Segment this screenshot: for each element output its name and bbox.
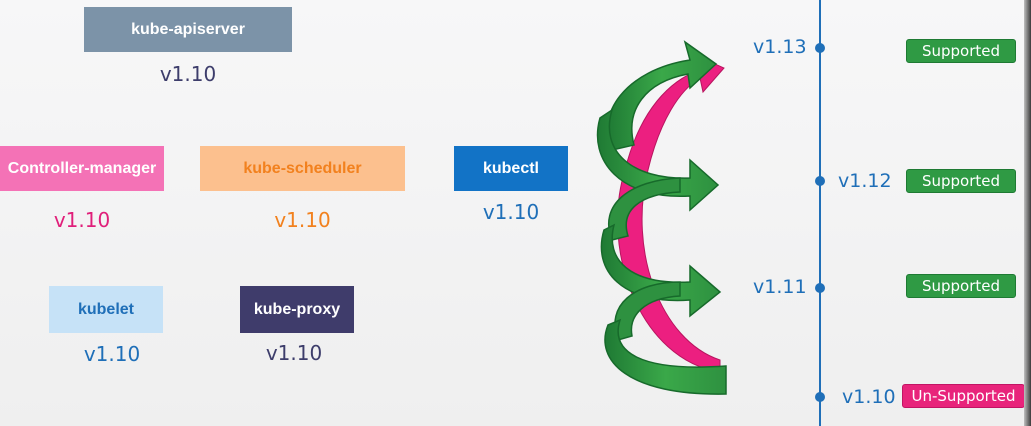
green-arrow-coil-3 [614, 281, 681, 341]
green-arrow-to-v1-11 [600, 223, 722, 318]
timeline-label-v1-11: v1.11 [753, 276, 807, 298]
tick-v1-10 [815, 392, 825, 402]
timeline-label-v1-10: v1.10 [842, 386, 896, 408]
controller-manager-version: v1.10 [53, 208, 111, 232]
tick-v1-13 [815, 43, 825, 53]
status-badge-v1-12: Supported [906, 169, 1016, 193]
tick-v1-11 [815, 283, 825, 293]
kube-scheduler-box: kube-scheduler [200, 146, 405, 191]
kube-proxy-box: kube-proxy [240, 286, 354, 333]
status-badge-v1-11: Supported [906, 274, 1016, 298]
status-badge-v1-10: Un-Supported [902, 384, 1025, 408]
kubectl-box: kubectl [454, 146, 568, 191]
kube-scheduler-version: v1.10 [274, 208, 331, 232]
kube-proxy-version: v1.10 [265, 341, 323, 365]
green-arrow-base [604, 318, 727, 395]
timeline-label-v1-12: v1.12 [838, 170, 892, 192]
timeline-label-v1-13: v1.13 [753, 36, 807, 58]
green-arrow-to-v1-12 [596, 108, 720, 212]
window-edge [1024, 0, 1031, 426]
green-arrow-coil-2 [607, 177, 681, 241]
tick-v1-12 [815, 176, 825, 186]
kubectl-version: v1.10 [482, 200, 540, 224]
kube-apiserver-box: kube-apiserver [84, 7, 292, 52]
kubelet-version: v1.10 [83, 342, 141, 366]
kubelet-box: kubelet [49, 286, 163, 333]
kube-apiserver-version: v1.10 [159, 62, 217, 86]
controller-manager-box: Controller-manager [0, 146, 164, 191]
status-badge-v1-13: Supported [906, 39, 1016, 63]
